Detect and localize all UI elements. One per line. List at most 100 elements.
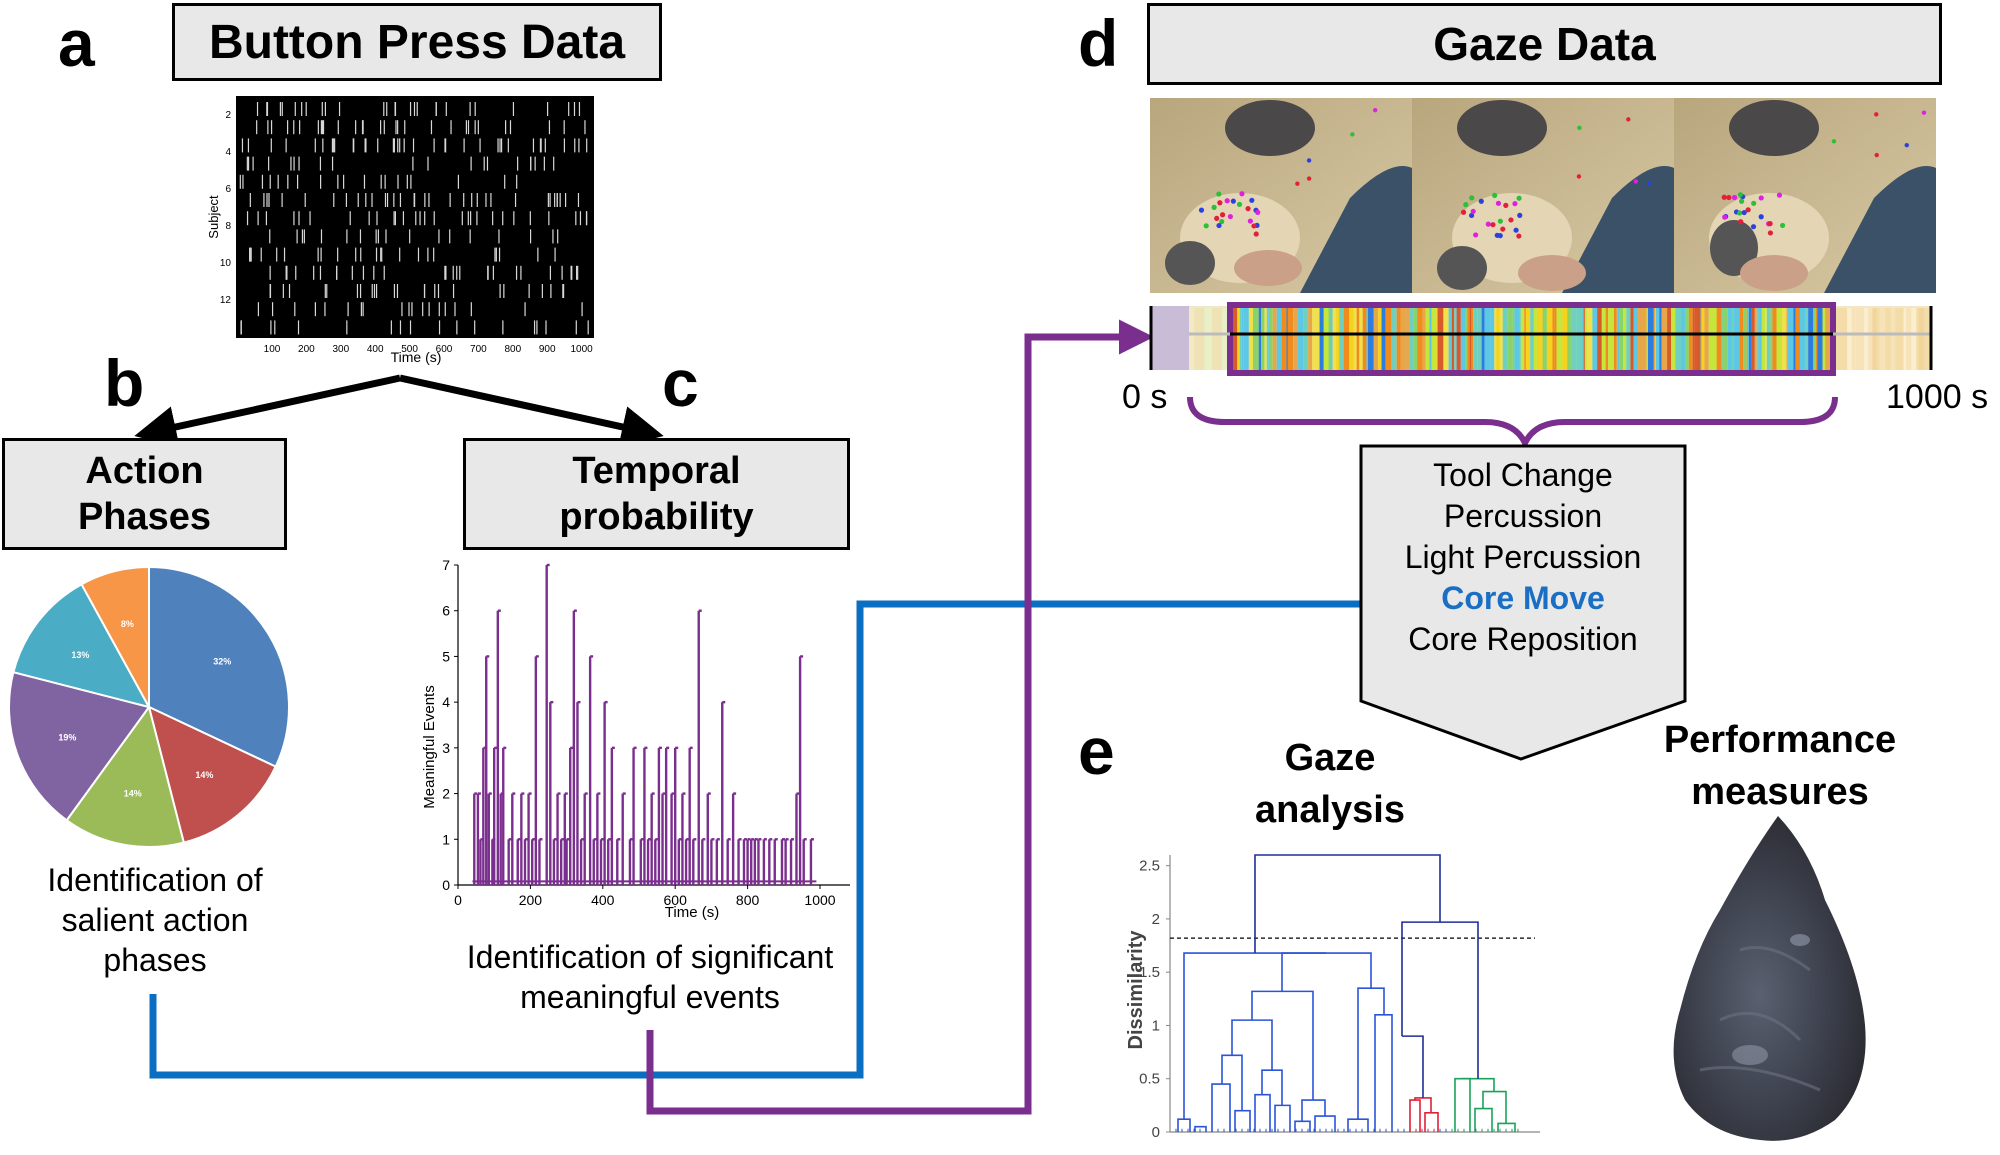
gaze-point [1219,212,1226,218]
pie-slice-label: 8% [121,619,134,629]
timeline-stripe [1396,308,1401,370]
gaze-point [1904,142,1909,148]
timeline-stripe [1460,308,1466,370]
dendro-link [1414,1097,1432,1113]
timeline-stripe [1700,308,1702,370]
temporal-xtick: 400 [591,892,615,908]
timeline-stripe [1524,308,1526,370]
gaze-point [1306,176,1312,181]
timeline-stripe [1266,308,1269,370]
timeline-stripe [1688,308,1693,370]
timeline-stripe [1776,308,1783,370]
timeline-stripe [1448,308,1452,370]
gaze-point [1306,158,1312,163]
gaze-point [1646,180,1652,186]
gaze-point [1921,110,1927,115]
raster-xtick: 300 [332,344,349,355]
gaze-frame-3 [1674,98,1936,293]
gaze-point [1874,112,1879,117]
gaze-point [1460,209,1467,215]
temporal-xtick: 800 [736,892,760,908]
timeline-stripe [1571,308,1577,370]
timeline-stripe [1281,308,1287,370]
gaze-point [1227,213,1233,220]
pie-slice [12,582,151,709]
panel-c-title-line2: probability [559,496,754,538]
timeline-stripe [1286,308,1288,370]
timeline-stripe [1319,308,1324,370]
gaze-point [1633,179,1639,184]
timeline-stripe [1681,308,1686,370]
timeline-stripe [1656,308,1660,370]
timeline-stripe [1237,308,1240,370]
timeline-stripe [1406,308,1410,370]
timeline-stripe [1546,308,1553,370]
gaze-point [1516,233,1522,239]
timeline-stripe [1671,308,1676,370]
action-phases-pie: 32%14%14%19%13%8% [8,565,290,848]
timeline-stripe [1303,308,1309,370]
timeline-stripe [1704,308,1709,370]
temporal-ylabel: Meaningful Events [421,685,438,808]
gaze-point [1216,191,1222,197]
gaze-point [1492,192,1498,198]
timeline-stripe [1409,308,1414,370]
gaze-point [1295,181,1300,186]
temporal-spikes [472,563,817,885]
panel-letter-c: c [662,346,699,420]
gaze-point [1831,139,1837,144]
gaze-point [1758,195,1764,201]
gaze-point [1469,195,1475,201]
timeline-stripe [1343,308,1350,370]
timeline-stripe [1659,308,1662,370]
timeline-stripe [1597,308,1602,370]
timeline-end-label: 1000 s [1886,378,1989,416]
temporal-xtick: 0 [454,892,462,908]
gaze-point [1738,219,1744,225]
timeline-stripe [1362,308,1367,370]
dendro-link [1482,1090,1507,1124]
raster-lines [239,102,589,335]
timeline-stripe [1815,308,1818,370]
timeline-stripe [1512,308,1515,370]
timeline-stripe [1373,308,1379,370]
timeline-stripe [1366,308,1368,370]
raster-ytick: 8 [225,221,231,232]
timeline-stripe [1276,308,1282,370]
timeline-stripe [1451,308,1455,370]
timeline-stripe [1339,308,1344,370]
timeline-stripe [1314,308,1320,370]
timeline-stripe [1422,308,1426,370]
pie-slice-label: 13% [71,650,89,660]
gaze-point [1513,227,1519,233]
timeline-stripe [1626,308,1631,370]
gaze-point [1216,222,1222,229]
pie-slices: 32%14%14%19%13%8% [8,565,290,848]
gaze-point [1737,192,1743,198]
timeline-stripe [1637,308,1643,370]
timeline-stripe [1667,308,1672,370]
temporal-ytick: 4 [442,694,450,710]
panel-letter-b: b [104,346,145,420]
timeline-stripe [1653,308,1655,370]
timeline-stripe [1519,308,1521,370]
timeline-stripe [1731,308,1734,370]
timeline-stripe [1465,308,1468,370]
timeline-stripe [1765,308,1767,370]
temporal-ytick: 0 [442,877,450,893]
raster-ytick: 10 [220,258,232,269]
timeline-stripe [1825,308,1831,370]
timeline-stripe [1694,308,1701,370]
gaze-dendrogram: Dissimilarity 00.511.522.5 [1125,854,1540,1140]
panel-a-title: Button Press Data [172,3,662,81]
dendro-link [1357,987,1385,1120]
gaze-analysis-line2: analysis [1255,789,1405,831]
gaze-video-frames [1150,98,1936,293]
gaze-point [1767,221,1773,227]
timeline-stripe [1471,308,1474,370]
timeline-stripe [1239,308,1242,370]
panel-b-title-line1: Action [85,450,204,492]
gaze-point [1779,222,1786,229]
timeline-stripe [1525,308,1531,370]
raster-plot-area [236,96,594,338]
